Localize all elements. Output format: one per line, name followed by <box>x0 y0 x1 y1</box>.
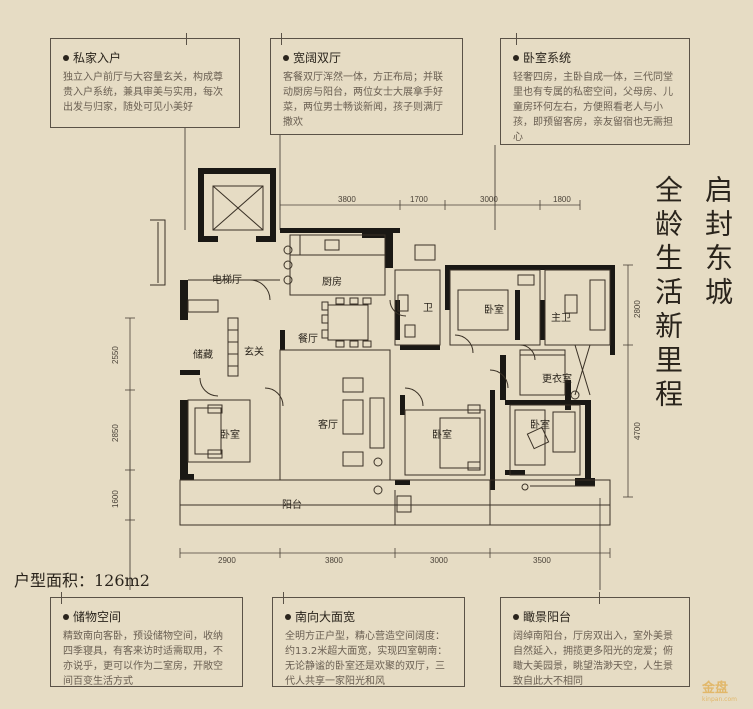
dim-top-3: 3000 <box>480 195 498 204</box>
room-foyer: 玄关 <box>244 345 264 358</box>
dim-left-2: 2850 <box>111 424 120 442</box>
dimension-top <box>279 200 581 210</box>
dim-top-1: 3800 <box>338 195 356 204</box>
callout-south-frontage: 南向大面宽 全明方正户型，精心营造空间阔度：约13.2米超大面宽，实现四室朝南：… <box>272 592 465 687</box>
callout-spacious-halls: 宽阔双厅 客餐双厅浑然一体，方正布局；并联动厨房与阳台，两位女士大展拿手好菜，两… <box>270 33 463 135</box>
dim-bottom-4: 3500 <box>533 556 551 565</box>
walls <box>180 168 615 490</box>
dim-right-1: 2800 <box>633 300 642 318</box>
room-bedroom-4: 卧室 <box>530 418 550 431</box>
dim-left-3: 1600 <box>111 490 120 508</box>
dim-bottom-3: 3000 <box>430 556 448 565</box>
bullet-icon <box>283 54 289 61</box>
callout-title: 宽阔双厅 <box>293 51 342 65</box>
bullet-icon <box>63 613 69 620</box>
room-bath: 卫 <box>423 303 433 314</box>
dimension-right <box>623 264 633 498</box>
room-living: 客厅 <box>318 418 338 431</box>
callout-title: 私家入户 <box>73 51 122 65</box>
room-storage: 储藏 <box>193 348 213 361</box>
room-bedroom-1: 卧室 <box>220 428 240 441</box>
callout-text: 独立入户前厅与大容量玄关，构成尊贵入户系统，兼具审美与实用，每次出发与归家，随处… <box>63 72 223 113</box>
room-bedroom-3: 卧室 <box>432 428 452 441</box>
callout-private-entry: 私家入户 独立入户前厅与大容量玄关，构成尊贵入户系统，兼具审美与实用，每次出发与… <box>50 33 240 128</box>
room-dining: 餐厅 <box>298 332 318 345</box>
dim-top-2: 1700 <box>410 195 428 204</box>
slogan-line-1: 启封东城 <box>701 175 734 311</box>
callout-title: 南向大面宽 <box>295 610 356 624</box>
callout-text: 轻奢四房，主卧自成一体，三代同堂里也有专属的私密空间，父母房、儿童房环何左右，方… <box>513 72 673 143</box>
callout-title: 储物空间 <box>73 610 122 624</box>
room-balcony: 阳台 <box>282 498 302 511</box>
callout-text: 客餐双厅浑然一体，方正布局；并联动厨房与阳台，两位女士大展拿手好菜，两位男士畅谈… <box>283 72 443 128</box>
bullet-icon <box>513 54 519 61</box>
dim-top-4: 1800 <box>553 195 571 204</box>
thin-lines <box>150 185 611 526</box>
room-bedroom-2: 卧室 <box>484 303 504 316</box>
bullet-icon <box>513 613 519 620</box>
watermark-brand: 金盘 <box>702 681 729 696</box>
bullet-icon <box>285 613 291 620</box>
slogan-line-2: 全龄生活新里程 <box>651 175 684 413</box>
room-elevator-hall: 电梯厅 <box>212 273 242 286</box>
room-kitchen: 厨房 <box>322 275 342 288</box>
room-closet: 更衣室 <box>542 372 572 385</box>
callout-text: 精致南向客卧，预设储物空间，收纳四季寝具，有客来访时适需取用，不亦说乎，更可以作… <box>63 631 223 687</box>
dim-bottom-2: 3800 <box>325 556 343 565</box>
dimension-bottom <box>179 548 611 558</box>
dim-right-2: 4700 <box>633 422 642 440</box>
dim-bottom-1: 2900 <box>218 556 236 565</box>
dimension-left <box>125 317 135 521</box>
watermark-url: kinpan.com <box>702 696 737 703</box>
watermark-logo: 金盘 kinpan.com <box>702 677 737 703</box>
slogan: 启封东城 全龄生活新里程 <box>623 175 734 505</box>
dim-left-1: 2550 <box>111 346 120 364</box>
callout-text: 阔绰南阳台，厅房双出入，室外美景自然延入，拥揽更多阳光的宠爱；俯瞰大美园景，眺望… <box>513 631 673 687</box>
unit-area-label: 户型面积：126m2 <box>14 571 150 590</box>
callout-title: 卧室系统 <box>523 51 572 65</box>
callout-bedroom-system: 卧室系统 轻奢四房，主卧自成一体，三代同堂里也有专属的私密空间，父母房、儿童房环… <box>500 33 690 145</box>
bullet-icon <box>63 54 69 61</box>
callout-view-balcony: 瞰景阳台 阔绰南阳台，厅房双出入，室外美景自然延入，拥揽更多阳光的宠爱；俯瞰大美… <box>500 592 690 687</box>
callout-title: 瞰景阳台 <box>523 610 572 624</box>
callout-text: 全明方正户型，精心营造空间阔度：约13.2米超大面宽，实现四室朝南：无论静谧的卧… <box>285 631 448 687</box>
room-master-bath: 主卫 <box>551 312 571 324</box>
callout-storage-space: 储物空间 精致南向客卧，预设储物空间，收纳四季寝具，有客来访时适需取用，不亦说乎… <box>50 592 243 687</box>
